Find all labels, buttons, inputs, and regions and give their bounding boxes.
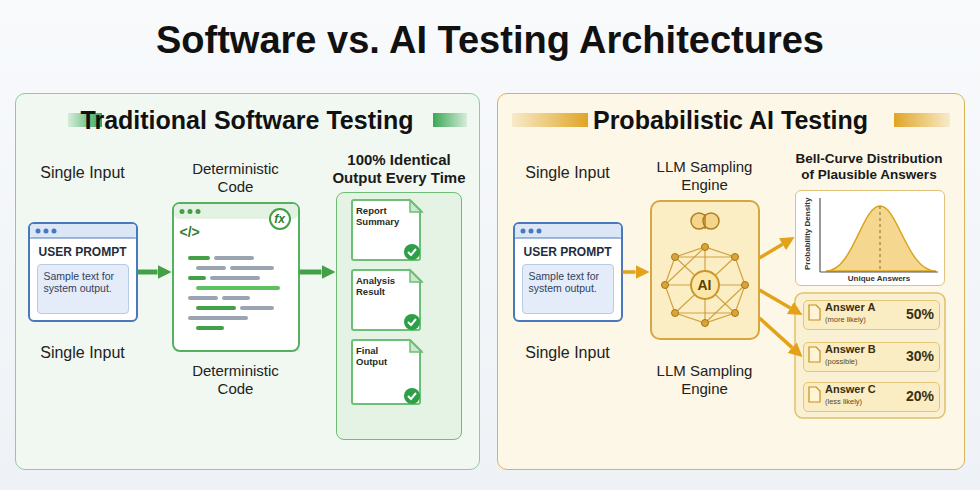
answer-box: Answer C(less likely)20% xyxy=(803,382,940,412)
stage-label: Deterministic Code xyxy=(181,362,291,398)
axis-label: Unique Answers xyxy=(829,274,929,284)
output-panel: 100% Identical Output Every TimeReport S… xyxy=(336,192,462,440)
panel: Traditional Software TestingSingle Input… xyxy=(15,93,480,470)
chart-panel: Bell-Curve Distribution of Plausible Ans… xyxy=(795,190,945,286)
panel-heading: Probabilistic AI Testing xyxy=(497,105,965,135)
prompt-text: Sample text for system output. xyxy=(522,264,614,314)
diagram-title: Software vs. AI Testing Architectures xyxy=(0,18,980,64)
code-icon: </> xyxy=(180,224,210,241)
input-label: Single Input xyxy=(503,163,633,182)
panel: Probabilistic AI TestingSingle InputUSER… xyxy=(497,93,965,470)
answer-percent: 50% xyxy=(892,306,934,323)
document-title: Final Output xyxy=(356,345,408,368)
document-title: Analysis Result xyxy=(356,275,408,298)
document: Report Summary xyxy=(351,199,421,261)
answer-note: (possible) xyxy=(825,357,895,366)
axis-label: Probability Density xyxy=(803,196,813,272)
document: Final Output xyxy=(351,339,421,405)
answer-note: (less likely) xyxy=(825,397,895,406)
stage-label: LLM Sampling Engine xyxy=(645,158,765,194)
document: Analysis Result xyxy=(351,269,421,331)
answer-percent: 30% xyxy=(892,348,934,365)
answer-name: Answer B xyxy=(825,343,895,356)
answer-percent: 20% xyxy=(892,388,934,405)
stage-label: LLM Sampling Engine xyxy=(645,362,765,398)
ai-badge: AI xyxy=(690,270,720,300)
prompt-header: USER PROMPT xyxy=(513,245,623,259)
document-title: Report Summary xyxy=(356,205,408,228)
answer-note: (more likely) xyxy=(825,315,895,324)
input-box: Single InputUSER PROMPTSample text for s… xyxy=(513,222,623,322)
prompt-header: USER PROMPT xyxy=(28,245,138,259)
answer-name: Answer C xyxy=(825,383,895,396)
prompt-text: Sample text for system output. xyxy=(37,264,129,314)
engine-box: LLM Sampling EngineAILLM Sampling Engine xyxy=(650,200,760,340)
input-box: Single InputUSER PROMPTSample text for s… xyxy=(28,222,138,322)
input-label: Single Input xyxy=(18,343,148,362)
answer-name: Answer A xyxy=(825,301,895,314)
function-icon: fx xyxy=(269,208,291,230)
output-heading: 100% Identical Output Every Time xyxy=(324,151,474,187)
chart-heading: Bell-Curve Distribution of Plausible Ans… xyxy=(791,151,947,183)
input-label: Single Input xyxy=(503,343,633,362)
answer-box: Answer A(more likely)50% xyxy=(803,300,940,330)
answer-box: Answer B(possible)30% xyxy=(803,342,940,372)
stage-label: Deterministic Code xyxy=(181,160,291,196)
input-label: Single Input xyxy=(18,163,148,182)
panel-heading: Traditional Software Testing xyxy=(15,105,480,135)
code-box: Deterministic Code</>fxDeterministic Cod… xyxy=(172,202,300,352)
answers-group xyxy=(795,293,945,418)
